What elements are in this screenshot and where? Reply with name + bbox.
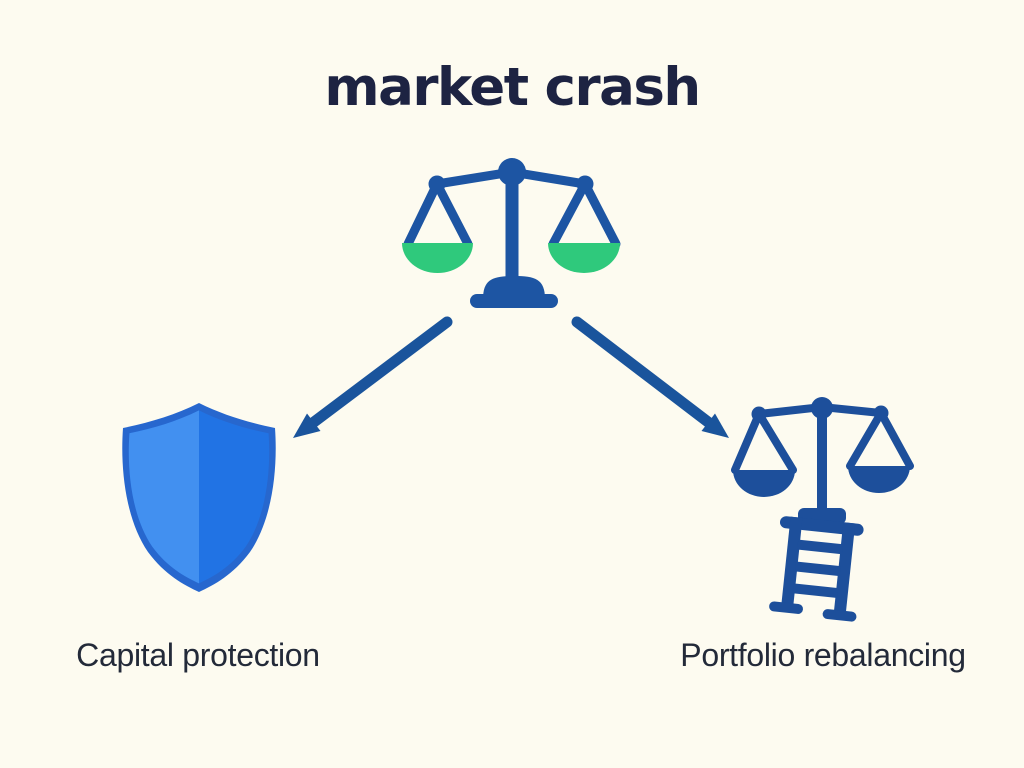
arrow-down-right-icon <box>571 316 729 438</box>
rebalance-left-hanger <box>731 410 797 474</box>
scale-right-pan <box>548 243 620 273</box>
ladder-rung-3 <box>792 583 839 599</box>
scale-base-dome <box>483 276 545 299</box>
diagram-title: market crash <box>324 57 701 118</box>
scale-left-end-circle <box>428 175 446 193</box>
balance-scale-on-ladder-icon <box>731 397 914 622</box>
scale-pans <box>402 243 620 273</box>
rebalance-post <box>817 408 827 510</box>
rebalance-right-pan <box>848 466 910 493</box>
ladder-right-foot <box>822 609 857 622</box>
scale-right-hanger <box>548 179 621 249</box>
arrow-right-shaft <box>571 316 714 428</box>
scale-base-bar <box>470 294 558 308</box>
arrow-left-head <box>293 413 321 438</box>
scale-left-hanger <box>403 179 473 249</box>
rebalance-right-end-circle <box>873 405 889 421</box>
right-branch-label: Portfolio rebalancing <box>680 637 966 673</box>
ladder-rung-1 <box>797 539 843 555</box>
rebalance-right-hanger <box>846 409 914 470</box>
rebalance-scale <box>731 397 914 524</box>
balance-scale-icon <box>402 158 621 308</box>
scale-right-end-circle <box>576 175 594 193</box>
left-branch-label: Capital protection <box>76 637 320 673</box>
ladder-rung-2 <box>794 561 841 577</box>
ladder-left-foot <box>769 601 803 614</box>
shield-left-face <box>128 410 199 584</box>
scale-post <box>505 172 519 284</box>
scale-left-pan <box>402 243 473 273</box>
ladder-right-rail <box>833 522 856 615</box>
ladder <box>769 516 864 622</box>
ladder-left-rail <box>780 516 803 610</box>
rebalance-left-end-circle <box>751 406 767 422</box>
arrow-down-left-icon <box>293 316 453 438</box>
arrow-left-shaft <box>308 316 453 428</box>
scale-frame <box>403 158 621 308</box>
shield-icon <box>122 403 276 592</box>
rebalance-left-pan <box>733 470 795 497</box>
